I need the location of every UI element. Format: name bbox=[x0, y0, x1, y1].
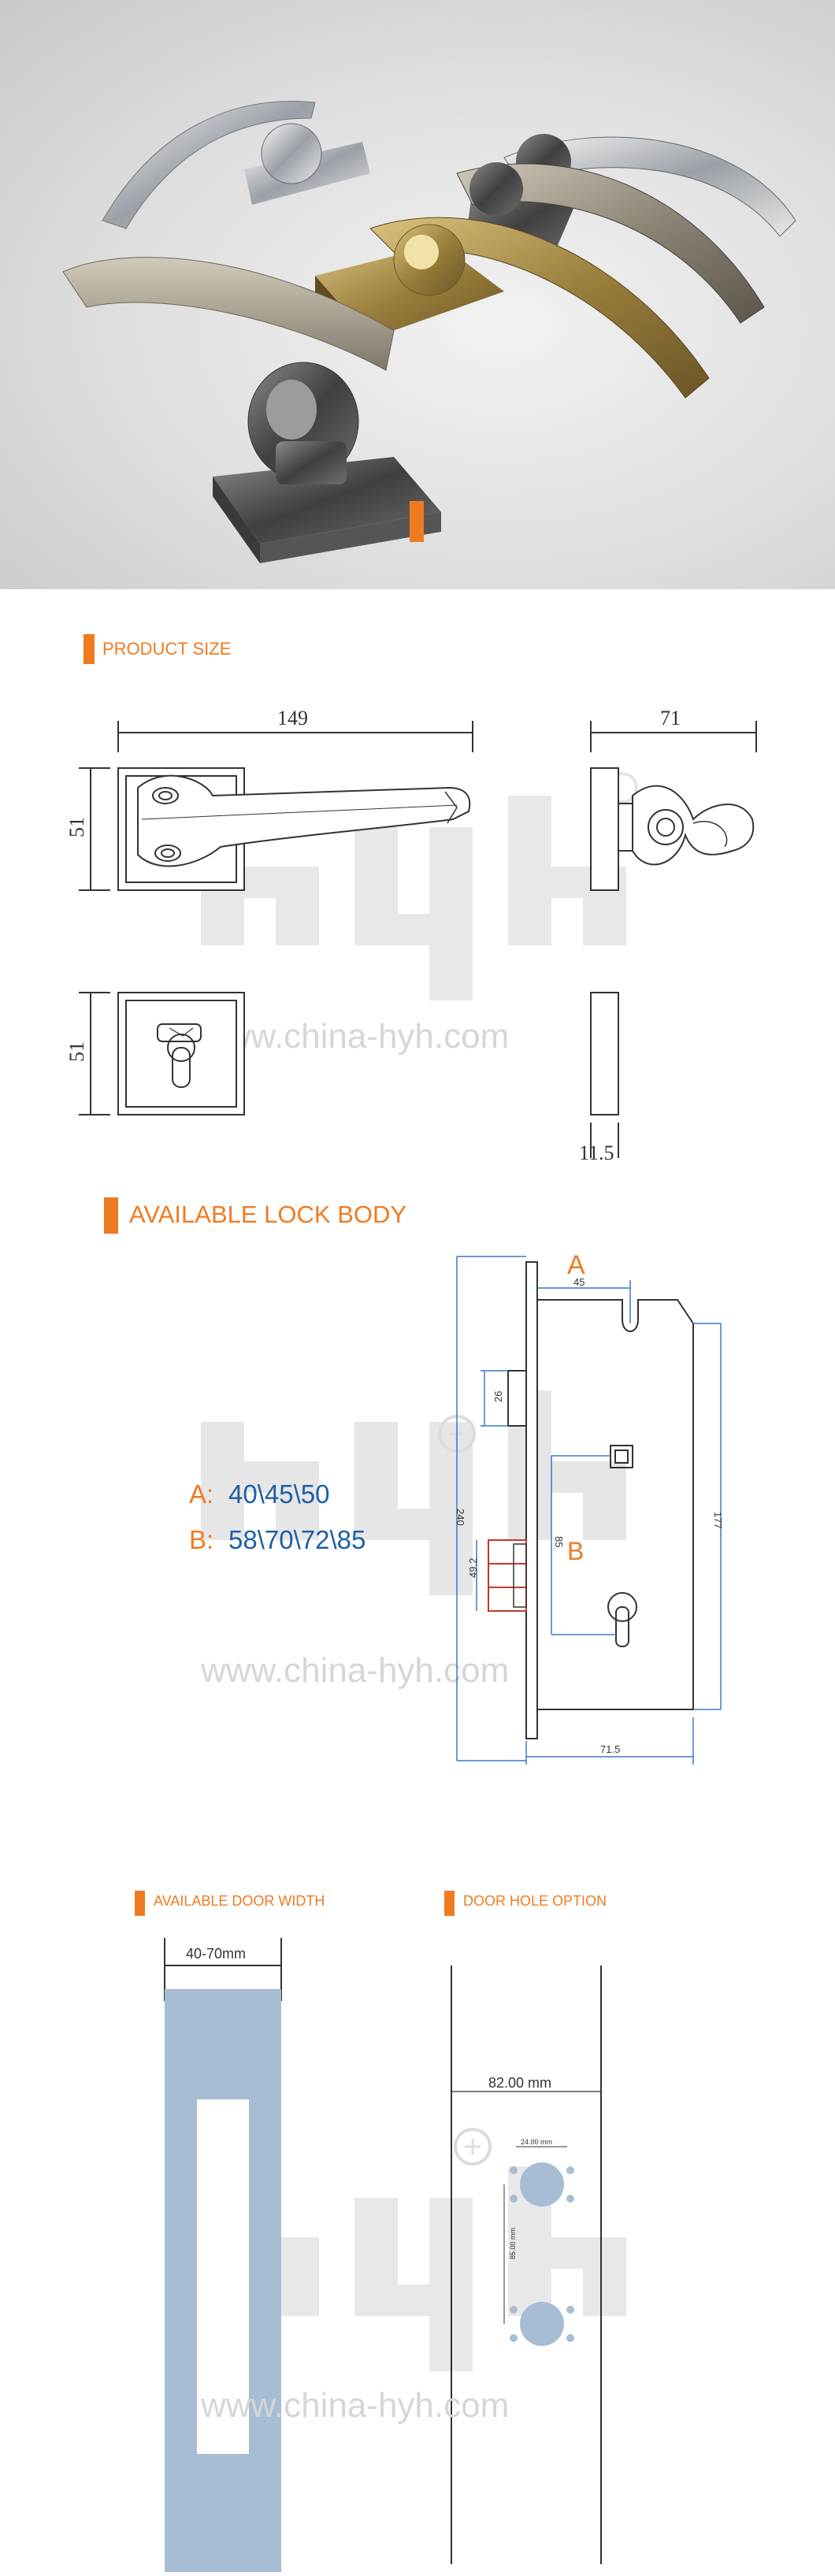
label-b: B bbox=[567, 1537, 584, 1565]
door-width-heading: AVAILABLE DOOR WIDTH bbox=[154, 1893, 325, 1909]
dim-side-depth: 71 bbox=[660, 707, 681, 729]
hero-accent-mark bbox=[410, 501, 424, 542]
door-drawing: 40-70mm 82.00 mm 24.00 mm 85.00 mm www.c… bbox=[164, 1938, 626, 2572]
dim-26: 26 bbox=[492, 1391, 504, 1402]
lock-latch-stack bbox=[488, 1539, 527, 1612]
door-hole-heading-bar bbox=[444, 1891, 455, 1916]
watermark-url: www.china-hyh.com bbox=[200, 1017, 509, 1056]
lock-body-drawing: www.china-hyh.com A: 40\45\50 B: 58\70\7… bbox=[189, 1250, 724, 1765]
spec-a-values: 40\45\50 bbox=[228, 1479, 329, 1509]
product-size-heading: PRODUCT SIZE bbox=[102, 639, 232, 659]
product-size-heading-bar bbox=[84, 634, 95, 664]
door-hole-diameter: 24.00 mm bbox=[521, 2138, 552, 2146]
hero-illustration bbox=[62, 101, 796, 563]
front-handle bbox=[62, 257, 441, 563]
door-hole-heading: DOOR HOLE OPTION bbox=[463, 1893, 607, 1909]
dim-85: 85 bbox=[553, 1536, 565, 1547]
door-width-heading-bar bbox=[135, 1891, 145, 1916]
spec-b-prefix: B: bbox=[189, 1525, 213, 1554]
door-holes bbox=[510, 2162, 574, 2346]
lock-body-heading-bar bbox=[104, 1197, 118, 1234]
door-width-range: 40-70mm bbox=[186, 1946, 246, 1962]
front-view bbox=[79, 721, 473, 891]
lock-watermark-url: www.china-hyh.com bbox=[200, 1651, 509, 1690]
door-hole-spacing: 85.00 mm bbox=[509, 2228, 517, 2259]
lock-body-outline bbox=[507, 1261, 694, 1739]
bronze-handle bbox=[315, 217, 710, 399]
hero-photo bbox=[0, 0, 835, 589]
dim-front-height: 51 bbox=[65, 817, 88, 837]
lock-dimension-labels: A 45 26 240 85 B 49.2 177 71.5 bbox=[455, 1250, 724, 1755]
rose-side-view bbox=[590, 992, 619, 1158]
dim-45: 45 bbox=[573, 1276, 584, 1288]
dim-177: 177 bbox=[712, 1512, 724, 1529]
dim-240: 240 bbox=[455, 1509, 466, 1526]
chrome-handle-back bbox=[102, 101, 370, 229]
dim-49-2: 49.2 bbox=[467, 1558, 479, 1578]
lock-dimension-lines bbox=[456, 1256, 722, 1765]
spec-a-prefix: A: bbox=[189, 1479, 213, 1509]
spec-b-values: 58\70\72\85 bbox=[228, 1525, 366, 1554]
dim-rose-thickness: 11.5 bbox=[579, 1141, 614, 1164]
dim-front-width: 149 bbox=[277, 707, 308, 729]
door-hole-width: 82.00 mm bbox=[488, 2075, 551, 2091]
dim-rose-height: 51 bbox=[65, 1041, 88, 1062]
lock-body-heading: AVAILABLE LOCK BODY bbox=[129, 1201, 407, 1228]
rose-front-view bbox=[79, 992, 245, 1115]
door-width-illustration bbox=[164, 1938, 282, 2572]
dim-71-5: 71.5 bbox=[600, 1743, 620, 1755]
product-size-drawing: www.china-hyh.com 149 51 71 bbox=[65, 707, 757, 1164]
label-a: A bbox=[567, 1250, 585, 1280]
side-view bbox=[590, 721, 757, 891]
door-hole-illustration bbox=[451, 1965, 602, 2564]
door-watermark-url: www.china-hyh.com bbox=[200, 2386, 509, 2425]
